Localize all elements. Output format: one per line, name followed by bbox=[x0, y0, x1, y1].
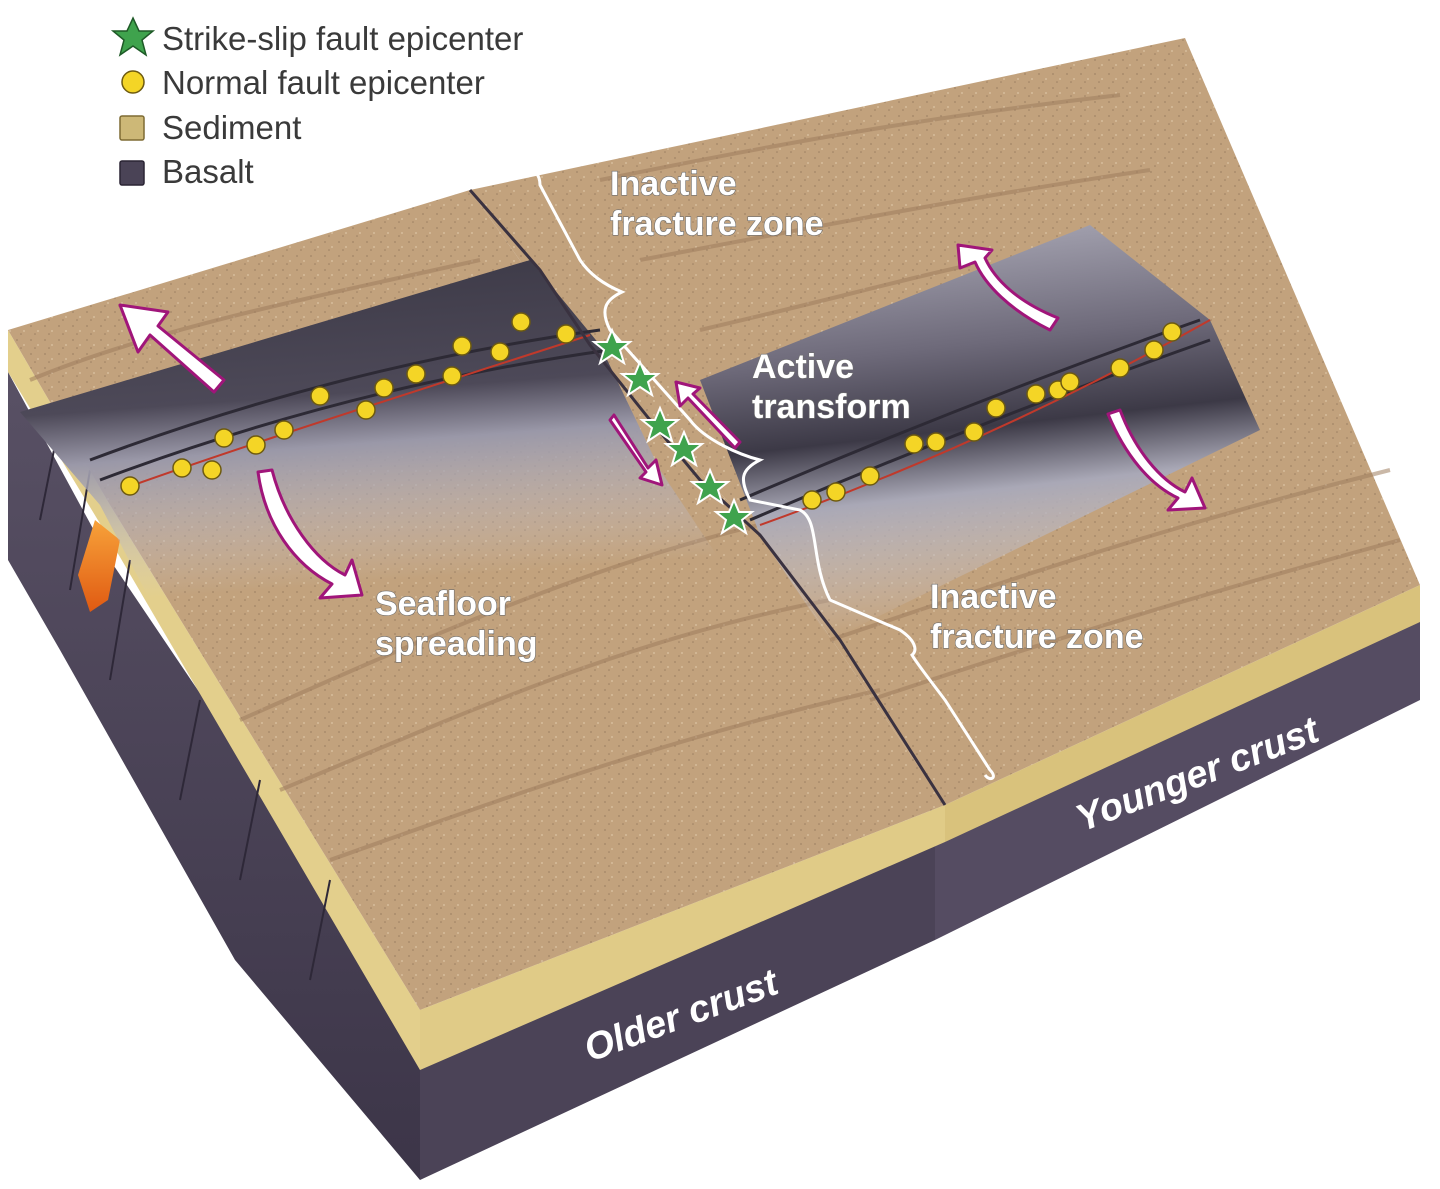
yellow-dot-icon bbox=[121, 70, 145, 94]
legend-item-sediment: Sediment bbox=[119, 109, 301, 146]
lava-glow bbox=[78, 520, 120, 612]
normal-epicenter bbox=[1144, 340, 1164, 360]
strike-slip-epicenter bbox=[591, 327, 633, 366]
normal-epicenter bbox=[1060, 372, 1080, 392]
legend-item-strike-slip: Strike-slip fault epicenter bbox=[110, 16, 523, 57]
normal-epicenter bbox=[406, 364, 426, 384]
normal-epicenter bbox=[202, 460, 222, 480]
normal-epicenter bbox=[556, 324, 576, 344]
label-inactive-top-line1: Inactive bbox=[610, 165, 737, 203]
legend-label-strike-slip: Strike-slip fault epicenter bbox=[162, 20, 523, 57]
label-active-line2: transform bbox=[752, 388, 911, 426]
normal-epicenter bbox=[826, 482, 846, 502]
normal-epicenter bbox=[452, 336, 472, 356]
side-fracture-lines bbox=[39, 419, 331, 981]
green-star-icon bbox=[110, 16, 156, 57]
sediment-edge-younger bbox=[945, 585, 1420, 842]
strike-slip-epicenter bbox=[713, 497, 755, 536]
arrow-up-right bbox=[956, 243, 1060, 332]
strike-slip-epicenter bbox=[689, 467, 731, 506]
normal-epicenter bbox=[442, 366, 462, 386]
normal-epicenter bbox=[356, 400, 376, 420]
ridge-band-left bbox=[20, 260, 720, 600]
legend-label-sediment: Sediment bbox=[162, 109, 301, 146]
sediment-edge-older bbox=[420, 805, 945, 1070]
normal-epicenter bbox=[374, 378, 394, 398]
zone-bracket-line bbox=[519, 161, 995, 781]
label-inactive-top-line2: fracture zone bbox=[610, 205, 824, 243]
label-active-line1: Active bbox=[752, 348, 854, 386]
label-spreading-line1: Seafloor bbox=[375, 585, 511, 623]
strike-slip-epicenter bbox=[663, 429, 705, 468]
normal-epicenter bbox=[904, 434, 924, 454]
sediment-swatch-icon bbox=[119, 115, 145, 141]
strike-slip-epicenter bbox=[639, 405, 681, 444]
normal-epicenter bbox=[214, 428, 234, 448]
strike-slip-epicenters bbox=[591, 327, 755, 536]
normal-epicenter bbox=[172, 458, 192, 478]
legend: Strike-slip fault epicenter Normal fault… bbox=[110, 16, 523, 190]
normal-epicenter bbox=[964, 422, 984, 442]
normal-epicenter bbox=[246, 435, 266, 455]
normal-epicenter bbox=[490, 342, 510, 362]
legend-label-normal: Normal fault epicenter bbox=[162, 64, 485, 101]
normal-epicenter bbox=[274, 420, 294, 440]
front-face-older-basalt bbox=[420, 842, 935, 1180]
normal-fault-epicenters bbox=[120, 312, 1182, 510]
normal-epicenter bbox=[120, 476, 140, 496]
arrow-transform-up bbox=[674, 380, 742, 450]
normal-epicenter bbox=[511, 312, 531, 332]
arrow-up-left bbox=[118, 303, 226, 394]
label-inactive-bottom-line2: fracture zone bbox=[930, 618, 1144, 656]
front-face-younger-basalt bbox=[935, 610, 1420, 940]
normal-epicenter bbox=[1026, 384, 1046, 404]
left-side-face bbox=[8, 330, 420, 1180]
label-spreading-line2: spreading bbox=[375, 625, 537, 663]
label-inactive-bottom-line1: Inactive bbox=[930, 578, 1057, 616]
normal-epicenter bbox=[926, 432, 946, 452]
arrow-down-right bbox=[1106, 408, 1207, 512]
normal-epicenter bbox=[860, 466, 880, 486]
basalt-swatch-icon bbox=[119, 160, 145, 186]
normal-epicenter bbox=[310, 386, 330, 406]
legend-item-normal: Normal fault epicenter bbox=[121, 64, 485, 101]
legend-label-basalt: Basalt bbox=[162, 153, 254, 190]
normal-epicenter bbox=[802, 490, 822, 510]
legend-item-basalt: Basalt bbox=[119, 153, 254, 190]
arrow-transform-down bbox=[608, 413, 664, 487]
normal-epicenter bbox=[1110, 358, 1130, 378]
arrow-down-left bbox=[256, 468, 364, 600]
normal-epicenter bbox=[986, 398, 1006, 418]
strike-slip-epicenter bbox=[619, 359, 661, 398]
spreading-arrows bbox=[118, 243, 1207, 600]
normal-epicenter bbox=[1162, 322, 1182, 342]
